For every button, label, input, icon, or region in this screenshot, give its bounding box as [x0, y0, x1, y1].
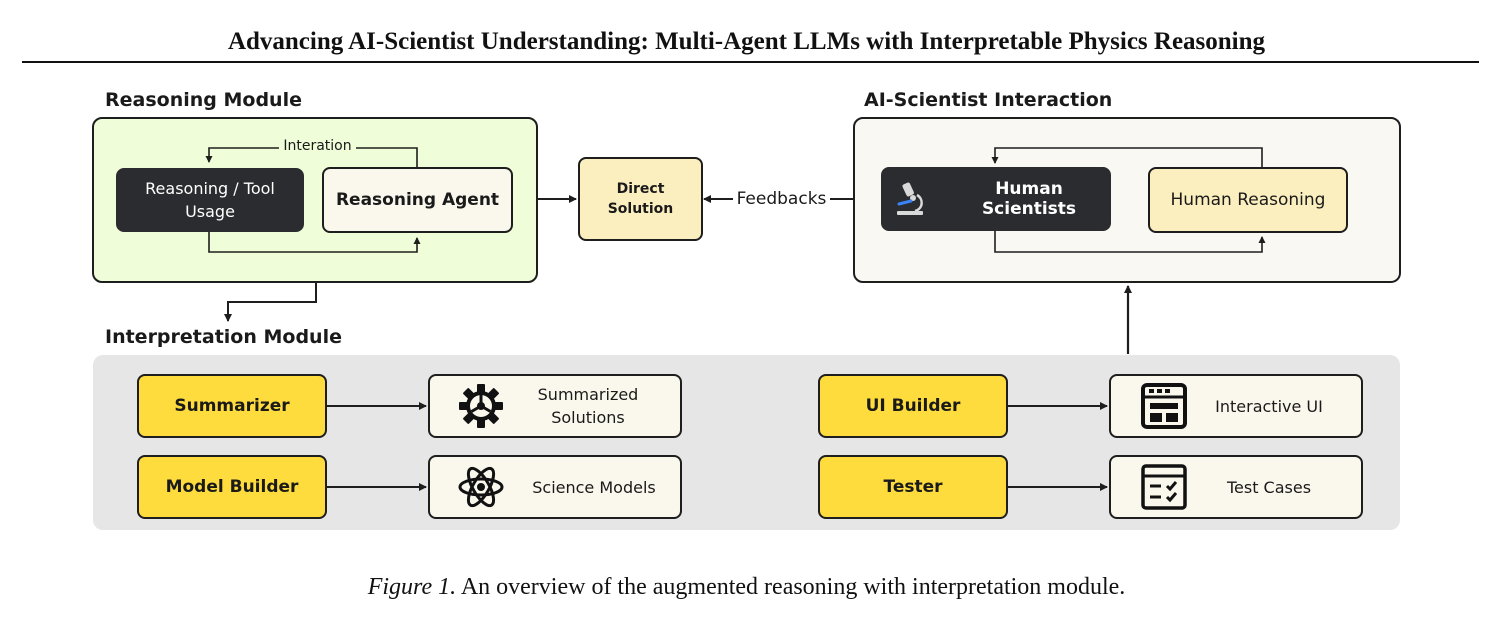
- figure-caption-text: An overview of the augmented reasoning w…: [460, 574, 1126, 600]
- human-reasoning-box: Human Reasoning: [1148, 167, 1348, 233]
- reasoning-to-interpretation-arrow: [224, 283, 317, 322]
- science-models-label: Science Models: [532, 477, 656, 497]
- direct-solution-box: Direct Solution: [578, 157, 703, 241]
- tester-agent-box: Tester: [818, 455, 1008, 519]
- human-scientists-box: Human Scientists: [881, 167, 1111, 231]
- human-reasoning-label: Human Reasoning: [1170, 190, 1326, 210]
- human-scientists-label: Human Scientists: [981, 179, 1077, 219]
- gear-icon: [459, 384, 503, 428]
- interation-label: Interation: [279, 138, 356, 154]
- model-builder-label: Model Builder: [165, 477, 299, 497]
- summarized-solutions-label: Summarized Solutions: [537, 385, 639, 427]
- interpretation-module-title: Interpretation Module: [105, 326, 342, 348]
- interactive-ui-label: Interactive UI: [1215, 396, 1323, 416]
- test-cases-label: Test Cases: [1226, 477, 1312, 497]
- reasoning-module-title: Reasoning Module: [105, 89, 302, 111]
- feedbacks-label: Feedbacks: [736, 189, 827, 209]
- reasoning-loop-bottom: [208, 231, 421, 253]
- figure-caption-label: Figure 1.: [367, 574, 457, 600]
- interaction-loop-bottom: [994, 231, 1266, 253]
- paper-header-title: Advancing AI-Scientist Understanding: Mu…: [227, 28, 1266, 55]
- summarizer-label: Summarizer: [174, 396, 290, 416]
- microscope-icon: [897, 182, 923, 215]
- header-rule: [22, 61, 1479, 63]
- reasoning-tool-usage-label: Reasoning / Tool Usage: [145, 179, 275, 221]
- model-builder-agent-box: Model Builder: [137, 455, 327, 519]
- reasoning-agent-box: Reasoning Agent: [322, 167, 513, 233]
- ui-builder-agent-box: UI Builder: [818, 374, 1008, 438]
- reasoning-tool-usage-box: Reasoning / Tool Usage: [116, 168, 304, 232]
- test-checklist-icon: [1141, 464, 1187, 510]
- ui-builder-label: UI Builder: [865, 396, 961, 416]
- figure-caption: Figure 1. An overview of the augmented r…: [0, 574, 1493, 601]
- ai-scientist-interaction-title: AI-Scientist Interaction: [864, 89, 1113, 111]
- reasoning-agent-label: Reasoning Agent: [335, 190, 500, 210]
- interation-loop-top-left: [205, 147, 279, 163]
- direct-solution-line1: Direct: [616, 181, 665, 197]
- summarizer-agent-box: Summarizer: [137, 374, 327, 438]
- interation-loop-top-right: [356, 147, 418, 168]
- tester-label: Tester: [883, 477, 943, 497]
- direct-solution-line2: Solution: [607, 201, 674, 217]
- interaction-loop-top: [991, 147, 1263, 168]
- atom-icon: [458, 466, 504, 508]
- ui-layout-icon: [1141, 383, 1187, 429]
